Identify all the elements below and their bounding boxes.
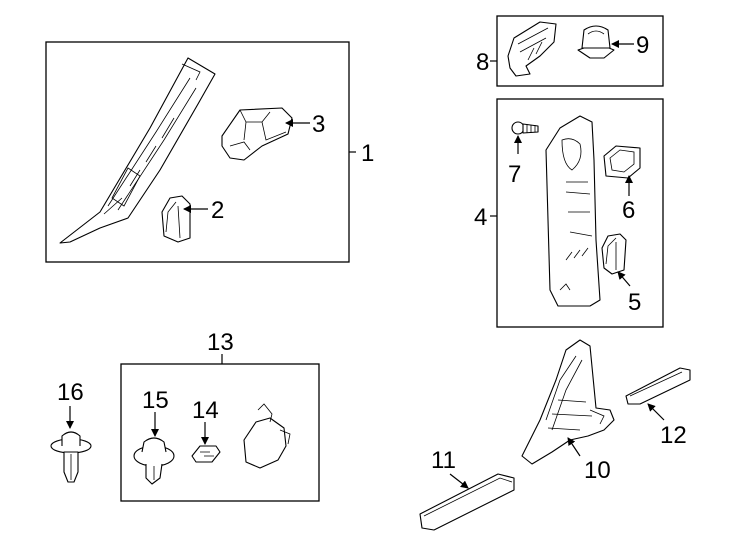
callout-5: 5: [628, 289, 641, 316]
clip-part-5: [601, 233, 627, 275]
clip-part-14: [191, 445, 221, 463]
callout-3: 3: [312, 111, 325, 138]
rear-sill-trim-part-12: [625, 367, 691, 405]
callout-4: 4: [474, 204, 487, 231]
callout-11: 11: [431, 447, 456, 474]
push-clip-part-16: [50, 431, 92, 483]
a-pillar-trim: [59, 57, 216, 244]
square-clip-part-6: [603, 145, 641, 179]
callout-14: 14: [192, 397, 219, 424]
bracket-part-8: [507, 21, 557, 77]
callout-2: 2: [211, 197, 224, 224]
b-pillar-lower-trim: [521, 339, 615, 465]
clip-part-15: [133, 437, 175, 485]
callout-1: 1: [361, 140, 374, 167]
callout-7: 7: [508, 161, 521, 188]
callout-8: 8: [476, 49, 489, 76]
callout-16: 16: [57, 379, 84, 406]
b-pillar-upper-trim: [545, 115, 601, 307]
sill-plate-part-11: [419, 473, 515, 531]
screw-part-7: [511, 121, 539, 135]
group-box-13: [120, 363, 320, 502]
callout-9: 9: [636, 32, 649, 59]
group-box-4: [496, 98, 664, 328]
callout-6: 6: [622, 197, 635, 224]
callout-13: 13: [207, 329, 234, 356]
bracket-part-3: [221, 107, 293, 161]
group-box-8-9: [496, 15, 664, 87]
callout-10: 10: [584, 457, 611, 484]
cover-part-13: [243, 403, 291, 469]
clip-part-2: [161, 195, 191, 243]
grommet-part-9: [577, 25, 615, 59]
callout-15: 15: [142, 387, 169, 414]
callout-12: 12: [660, 422, 687, 449]
